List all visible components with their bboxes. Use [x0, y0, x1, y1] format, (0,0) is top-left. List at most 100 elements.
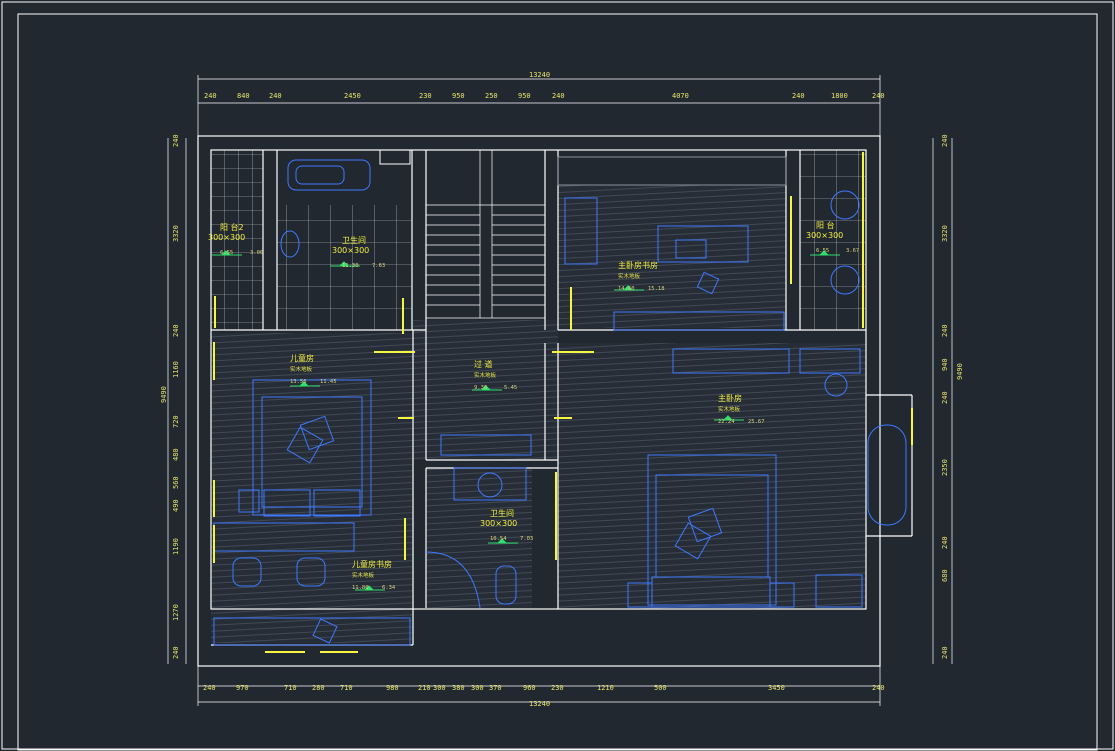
room-perimeter-value: 15.18: [648, 286, 665, 292]
dim-bottom-label: 710: [284, 684, 297, 692]
room-perimeter-value: 11.45: [320, 379, 337, 385]
room-area-value: 11.30: [342, 263, 359, 269]
furniture: [213, 149, 907, 646]
room-area-value: 10.54: [490, 536, 507, 542]
room-perimeter-value: 3.00: [250, 250, 263, 256]
desk-icon: [564, 197, 598, 265]
dim-right-label: 240: [941, 536, 949, 549]
room-area-value: 6.55: [816, 248, 829, 254]
dim-bottom-label: 280: [312, 684, 325, 692]
room-tile-spec: 300×300: [332, 246, 369, 255]
dim-bottom-label: 380: [452, 684, 465, 692]
bathtub-icon: [867, 424, 907, 526]
dim-bottom-label: 710: [340, 684, 353, 692]
dim-left-label: 490: [172, 499, 180, 512]
dim-top-label: 230: [419, 92, 432, 100]
dim-left-label: 1270: [172, 604, 180, 621]
dim-left-label: 1190: [172, 538, 180, 555]
dim-right-label: 240: [941, 134, 949, 147]
room-name: 阳 台2: [220, 222, 244, 232]
level-markers: [212, 250, 840, 591]
dim-right-label: 240: [941, 324, 949, 337]
room-name: 卫生间: [490, 508, 514, 518]
dim-left-label: 560: [172, 476, 180, 489]
dim-right-label: 240: [941, 391, 949, 404]
dim-bottom-label: 980: [386, 684, 399, 692]
chair-icon: [830, 190, 860, 220]
dim-left-label: 240: [172, 646, 180, 659]
vanity-icon: [440, 434, 532, 456]
room-floor-type: 实木地板: [352, 571, 375, 579]
dim-total-right: 9490: [956, 363, 964, 380]
dim-right-label: 680: [941, 569, 949, 582]
room-name: 主卧房书房: [618, 260, 658, 270]
dim-left-label: 240: [172, 324, 180, 337]
room-tile-spec: 300×300: [208, 233, 245, 242]
sofa-icon: [657, 225, 749, 263]
room-name: 卫生间: [342, 235, 366, 245]
room-name: 过 道: [474, 359, 493, 369]
staircase: [426, 150, 545, 319]
room-tile-spec: 300×300: [806, 231, 843, 240]
room-area-value: 13.56: [290, 379, 307, 385]
room-perimeter-value: 25.67: [748, 419, 765, 425]
dim-bottom-label: 300: [471, 684, 484, 692]
dim-bottom-label: 1210: [597, 684, 614, 692]
room-floor-type: 实木地板: [618, 272, 641, 280]
room-area-value: 6.55: [220, 250, 233, 256]
dim-right-label: 3320: [941, 225, 949, 242]
doors-windows: [213, 152, 913, 653]
pillows: [286, 271, 723, 644]
dim-bottom-label: 240: [203, 684, 216, 692]
dim-left-label: 3320: [172, 225, 180, 242]
door-swing: [425, 551, 481, 609]
dim-top-label: 240: [872, 92, 885, 100]
room-area-value: 14.60: [618, 286, 635, 292]
nightstand-icon: [238, 489, 260, 513]
dim-top-label: 240: [552, 92, 565, 100]
toilet-icon: [495, 565, 517, 605]
dim-top-label: 950: [518, 92, 531, 100]
room-perimeter-value: 7.03: [520, 536, 533, 542]
dim-bottom-label: 210: [418, 684, 431, 692]
dim-top-label: 240: [204, 92, 217, 100]
bathtub-icon: [287, 159, 371, 191]
dim-left-label: 480: [172, 448, 180, 461]
dim-top-label: 240: [269, 92, 282, 100]
dim-right-label: 240: [941, 646, 949, 659]
master-bed-icon: [647, 454, 777, 606]
sink-icon: [477, 472, 503, 498]
room-name: 儿童房: [290, 353, 314, 363]
room-name: 儿童房书房: [352, 559, 392, 569]
dim-left-label: 1160: [172, 361, 180, 378]
dim-top-label: 250: [485, 92, 498, 100]
dim-bottom-label: 240: [872, 684, 885, 692]
dim-bottom-label: 500: [654, 684, 667, 692]
kids-bed-icon: [252, 379, 372, 516]
room-tile-spec: 300×300: [480, 519, 517, 528]
dim-top-label: 840: [237, 92, 250, 100]
room-area-value: 11.80: [352, 585, 369, 591]
dim-total-bottom: 13240: [529, 700, 550, 708]
room-perimeter-value: 7.63: [372, 263, 385, 269]
room-perimeter-value: 6.34: [382, 585, 396, 591]
tv-cabinet-icon: [672, 348, 790, 374]
room-name: 主卧房: [718, 393, 742, 403]
dim-top-label: 4070: [672, 92, 689, 100]
dim-total-top: 13240: [529, 71, 550, 79]
dim-left-label: 240: [172, 134, 180, 147]
dim-bottom-label: 370: [489, 684, 502, 692]
dim-right-label: 940: [941, 358, 949, 371]
dim-bottom-label: 3450: [768, 684, 785, 692]
